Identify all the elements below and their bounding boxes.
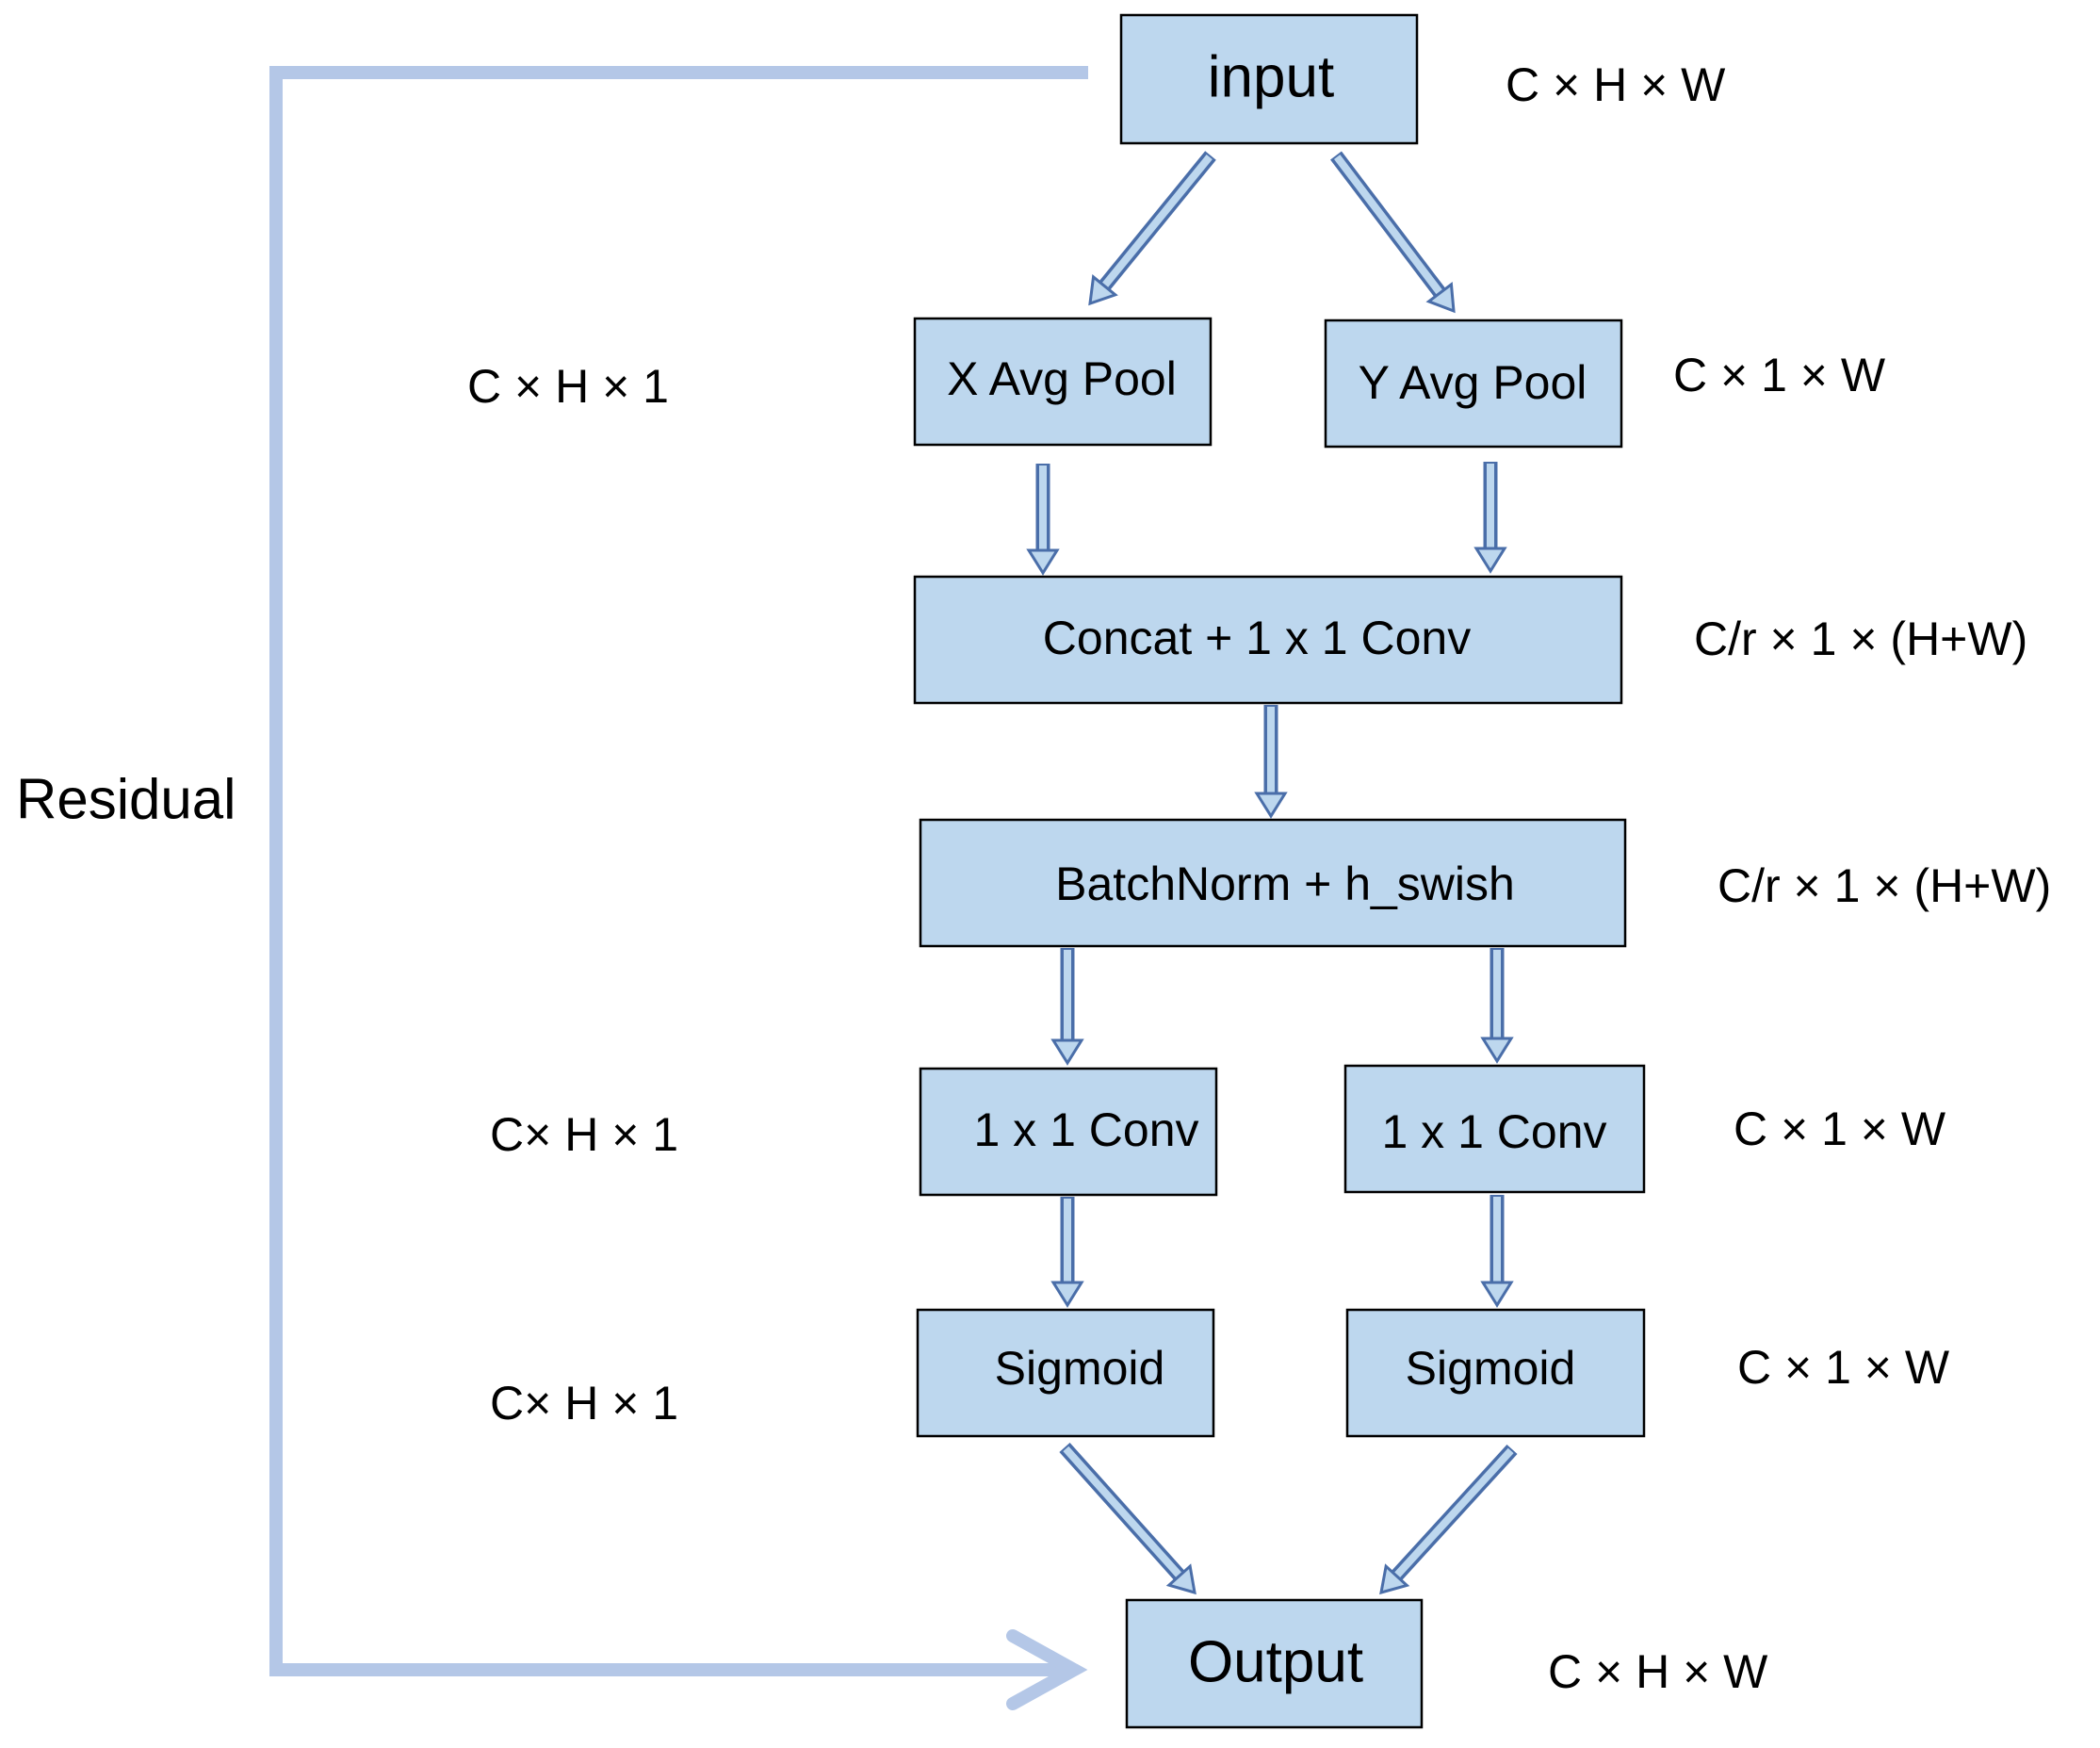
concat-conv-box: Concat + 1 x 1 Conv: [913, 575, 1623, 705]
input-label: input: [1208, 45, 1334, 110]
arrows-layer: [1026, 151, 1518, 1595]
sigmoid-right-box: Sigmoid: [1345, 1308, 1646, 1438]
sigmoid-right-label: Sigmoid: [1406, 1342, 1576, 1395]
arrow-input-to-y-pool: [1330, 151, 1456, 314]
conv-right-box: 1 x 1 Conv: [1343, 1064, 1646, 1194]
x-avg-pool-box: X Avg Pool: [913, 317, 1213, 447]
arrow-sigmoid-left-to-output: [1059, 1442, 1197, 1595]
residual-label-group: Residual: [16, 768, 236, 831]
dim-concat: C/r × 1 × (H+W): [1694, 613, 2027, 665]
x-avg-pool-label: X Avg Pool: [947, 352, 1177, 405]
arrow-batchnorm-to-conv-left: [1050, 948, 1084, 1066]
arrow-conv-left-to-sigmoid-left: [1050, 1197, 1084, 1308]
residual-label: Residual: [16, 768, 236, 831]
concat-conv-label: Concat + 1 x 1 Conv: [1043, 612, 1471, 664]
conv-left-box: 1 x 1 Conv: [919, 1067, 1218, 1197]
arrow-sigmoid-right-to-output: [1379, 1444, 1518, 1595]
dim-input: C × H × W: [1506, 58, 1726, 111]
input-box: input: [1119, 13, 1419, 145]
batchnorm-label: BatchNorm + h_swish: [1055, 858, 1515, 910]
output-box: Output: [1125, 1598, 1424, 1729]
arrow-y-pool-to-concat: [1473, 462, 1507, 574]
output-label: Output: [1188, 1630, 1363, 1695]
dim-y-pool: C × 1 × W: [1673, 349, 1886, 401]
y-avg-pool-box: Y Avg Pool: [1324, 319, 1623, 449]
dim-sigmoid-left: C× H × 1: [490, 1377, 678, 1429]
dim-batchnorm: C/r × 1 × (H+W): [1717, 859, 2051, 912]
dim-output: C × H × W: [1548, 1645, 1768, 1698]
arrow-x-pool-to-concat: [1026, 464, 1060, 576]
dimension-labels: C × H × W C × H × 1 C × 1 × W C/r × 1 × …: [467, 58, 2051, 1698]
y-avg-pool-label: Y Avg Pool: [1359, 356, 1587, 409]
dim-x-pool: C × H × 1: [467, 360, 669, 413]
conv-left-label: 1 x 1 Conv: [973, 1103, 1198, 1156]
sigmoid-left-box: Sigmoid: [916, 1308, 1215, 1438]
conv-right-label: 1 x 1 Conv: [1381, 1105, 1606, 1158]
sigmoid-left-label: Sigmoid: [995, 1342, 1165, 1395]
dim-sigmoid-right: C × 1 × W: [1737, 1341, 1950, 1394]
arrow-input-to-x-pool: [1088, 151, 1216, 306]
batchnorm-box: BatchNorm + h_swish: [919, 818, 1627, 948]
dim-conv-right: C × 1 × W: [1734, 1103, 1946, 1155]
dim-conv-left: C× H × 1: [490, 1108, 678, 1161]
arrow-concat-to-batchnorm: [1254, 705, 1288, 819]
arrow-conv-right-to-sigmoid-right: [1480, 1195, 1514, 1308]
residual-connection: [269, 66, 1088, 1710]
arrow-batchnorm-to-conv-right: [1480, 948, 1514, 1064]
